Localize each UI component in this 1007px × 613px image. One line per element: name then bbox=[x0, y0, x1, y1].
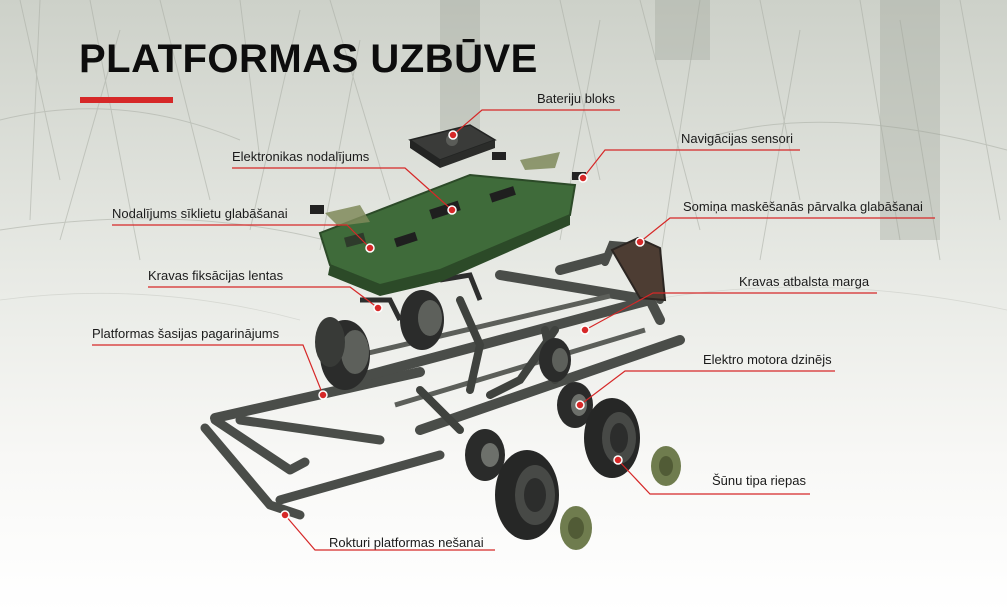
front-wheel-right bbox=[400, 290, 444, 350]
battery-pack bbox=[408, 124, 497, 168]
page-title: PLATFORMAS UZBŪVE bbox=[79, 37, 538, 81]
callout-bowl-label: Nodalījums sīklietu glabāšanai bbox=[112, 206, 288, 221]
nav-sensor-1 bbox=[492, 152, 506, 160]
hubcap-rear bbox=[651, 446, 681, 486]
motor-front bbox=[465, 429, 505, 481]
camo-cover-right bbox=[520, 152, 560, 170]
hubcap-front bbox=[560, 506, 592, 550]
callout-handles-label: Rokturi platformas nešanai bbox=[329, 535, 484, 550]
nav-sensor-2 bbox=[572, 172, 586, 180]
small-sensor bbox=[310, 205, 324, 214]
callout-motor-label: Elektro motora dzinējs bbox=[703, 352, 832, 367]
callout-navigation-label: Navigācijas sensori bbox=[681, 131, 793, 146]
title-accent-bar bbox=[80, 97, 173, 103]
callout-straps-label: Kravas fiksācijas lentas bbox=[148, 268, 284, 283]
tire-front bbox=[495, 450, 559, 540]
tire-rear bbox=[584, 398, 640, 478]
callout-tires-label: Šūnu tipa riepas bbox=[712, 473, 806, 488]
callout-electronics-label: Elektronikas nodalījums bbox=[232, 149, 370, 164]
camo-bag-pouch bbox=[610, 236, 667, 302]
callout-cargo-rail-label: Kravas atbalsta marga bbox=[739, 274, 870, 289]
callout-battery-label: Bateriju bloks bbox=[537, 91, 616, 106]
center-wheel-left bbox=[539, 338, 571, 382]
callout-extension-label: Platformas šasijas pagarinājums bbox=[92, 326, 280, 341]
front-wheel-left bbox=[315, 317, 370, 390]
carry-handle-frame bbox=[200, 415, 445, 520]
callout-camo-bag-label: Somiņa maskēšanās pārvalka glabāšanai bbox=[683, 199, 923, 214]
